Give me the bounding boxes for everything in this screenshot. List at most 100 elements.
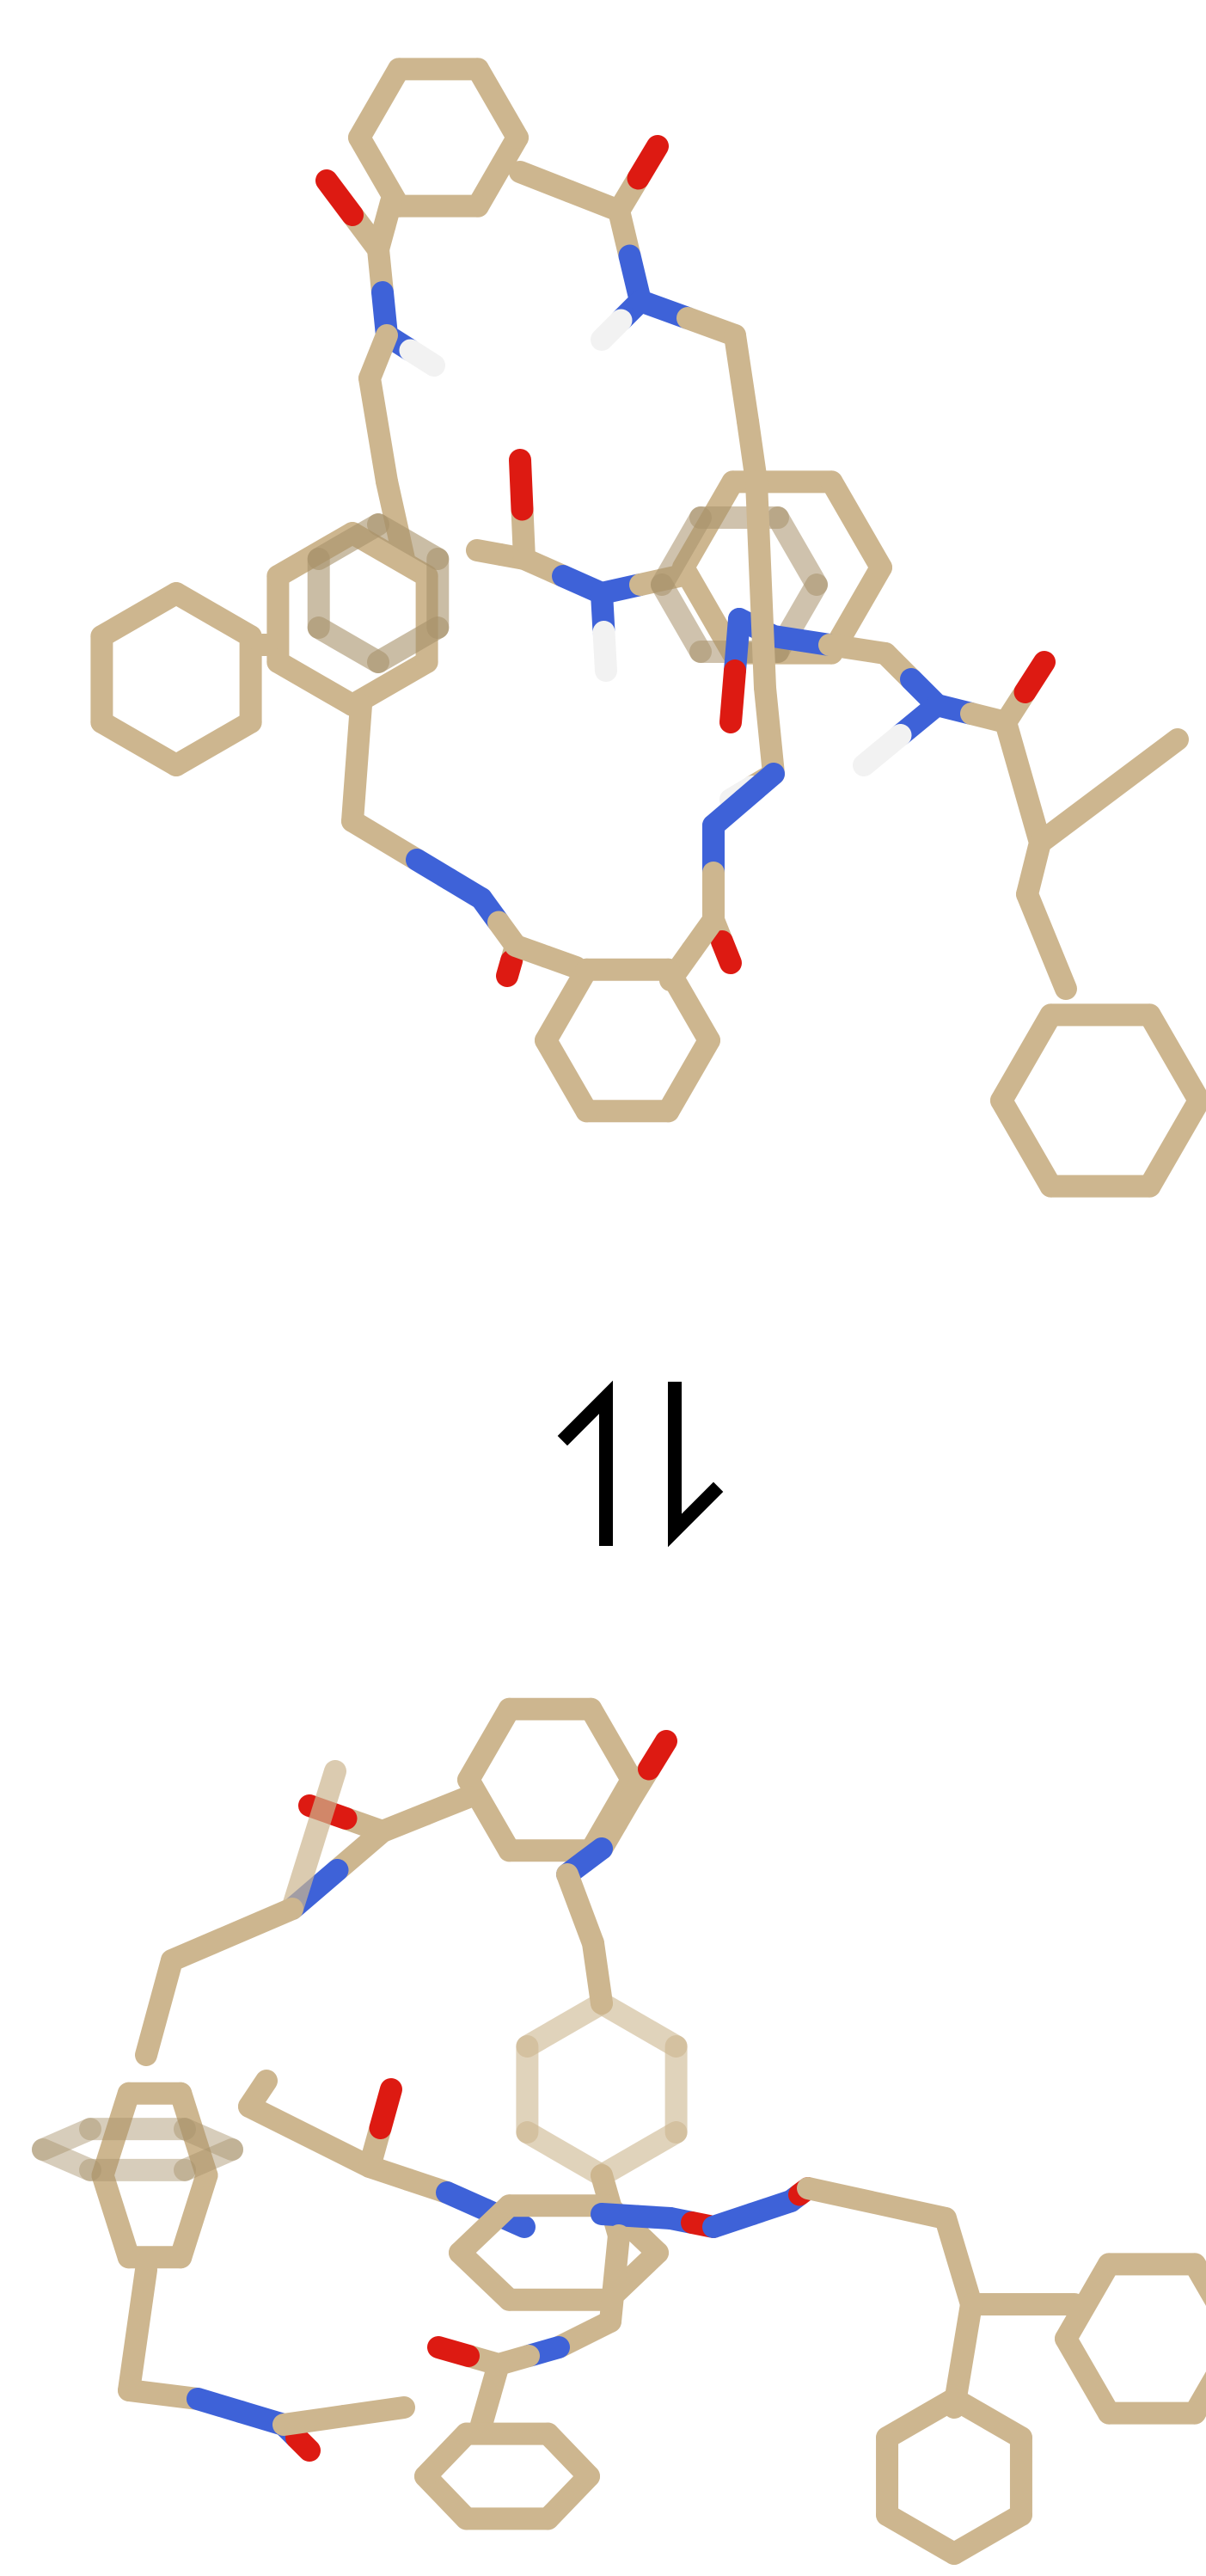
nitro-bond	[719, 659, 746, 733]
back-ring	[307, 513, 450, 673]
ring-bond	[467, 126, 529, 218]
ring-bond	[672, 556, 744, 665]
ring-bond	[367, 616, 450, 673]
nh-bond	[592, 621, 617, 682]
ring-bond	[165, 582, 262, 647]
lower-aromatic-ring	[535, 958, 720, 1123]
bond	[281, 1760, 346, 1920]
carbonyl-bond	[427, 2336, 480, 2367]
ring-bond	[990, 1003, 1062, 1112]
bond	[358, 367, 398, 493]
ring-bond	[516, 1992, 613, 2058]
ring-bond	[32, 2118, 101, 2161]
ring-bond	[90, 711, 187, 776]
ring-bond	[651, 506, 712, 596]
ring-bond	[657, 1029, 720, 1123]
ring-bond	[943, 2504, 1032, 2565]
nh-bond	[591, 309, 633, 351]
bond	[333, 2396, 415, 2427]
bond	[1029, 728, 1189, 854]
bond	[754, 677, 785, 785]
ring-bond	[169, 2082, 218, 2187]
ring-bond	[579, 1697, 643, 1791]
ring-bond	[767, 506, 828, 596]
bond	[118, 2379, 209, 2410]
central-left-ring	[266, 522, 438, 716]
nh-bond	[399, 339, 445, 377]
carbonyl-bond	[315, 169, 364, 226]
ring-bond	[591, 2121, 688, 2187]
ring-bond	[91, 2082, 140, 2187]
conformer-bottom	[32, 1697, 1206, 2565]
bond	[535, 945, 587, 978]
ring-bond	[1055, 2253, 1120, 2350]
ring-bond	[91, 2164, 140, 2269]
bottom-aromatic-ring	[414, 2422, 600, 2530]
right-phenyl-ring	[1055, 2253, 1206, 2425]
ring-bond	[174, 2118, 243, 2161]
ring-bond	[90, 582, 187, 647]
ring-bond	[266, 651, 364, 716]
bond	[470, 2383, 501, 2436]
nh-bond	[853, 724, 912, 776]
ring-bond	[457, 1697, 521, 1791]
ring-bond	[876, 2504, 965, 2565]
bond	[161, 1898, 303, 1972]
bond	[1016, 883, 1077, 1000]
bond	[341, 810, 428, 871]
bond	[797, 2177, 957, 2229]
ring-bond	[1184, 2253, 1206, 2306]
forward-harpoon-icon	[557, 1380, 613, 1546]
ring-bond	[535, 958, 598, 1052]
carbonyl-bond	[496, 949, 523, 987]
ring-bond	[32, 2138, 101, 2181]
ring-bond	[169, 2164, 218, 2269]
carbonyl-bond	[285, 2426, 321, 2462]
ring-bond	[535, 1029, 598, 1123]
bond	[341, 694, 372, 832]
ring-bond	[165, 711, 262, 776]
ring-bond	[536, 2422, 600, 2487]
bond	[556, 1863, 604, 1954]
ring-bond	[876, 2388, 965, 2449]
carbonyl-bond	[711, 930, 742, 974]
conformer-top	[90, 58, 1206, 1198]
bond	[934, 2207, 983, 2315]
ring-bond	[820, 470, 892, 579]
left-aromatic-ring	[91, 2082, 218, 2269]
bond	[745, 470, 776, 699]
left-phenyl-ring	[90, 582, 262, 776]
ring-bond	[990, 1089, 1062, 1198]
bond	[135, 1949, 183, 2066]
bond	[724, 324, 759, 432]
equilibrium-arrows-icon	[557, 1380, 724, 1548]
ring-bond	[1055, 2328, 1120, 2425]
bottom-right-phenyl-ring	[990, 1003, 1206, 1198]
ring-bond	[174, 2138, 243, 2181]
ring-bond	[516, 2121, 613, 2187]
ring-bond	[467, 58, 529, 149]
carbonyl-bond	[509, 449, 534, 521]
bond	[238, 2095, 381, 2178]
ring-bond	[943, 2388, 1032, 2449]
back-ring	[32, 2118, 243, 2181]
para-phenylene-ring	[516, 1992, 688, 2187]
bond	[118, 2259, 157, 2401]
carbonyl-bond	[1013, 651, 1056, 703]
carbonyl-bond	[638, 1730, 677, 1781]
bond	[995, 711, 1051, 854]
ring-bond	[1138, 1089, 1206, 1198]
ring-bond	[307, 616, 389, 673]
ring-bond	[348, 58, 410, 149]
carbonyl-bond	[627, 135, 669, 190]
ring-bond	[1138, 1003, 1206, 1112]
ring-bond	[591, 1992, 688, 2058]
bond	[599, 2224, 630, 2333]
carbonyl-bond	[369, 2078, 402, 2139]
ring-bond	[1184, 2371, 1206, 2425]
ring-bond	[449, 2242, 521, 2311]
ring-bond	[367, 513, 450, 570]
top-aromatic-ring	[348, 58, 529, 218]
ring-bond	[651, 573, 712, 663]
